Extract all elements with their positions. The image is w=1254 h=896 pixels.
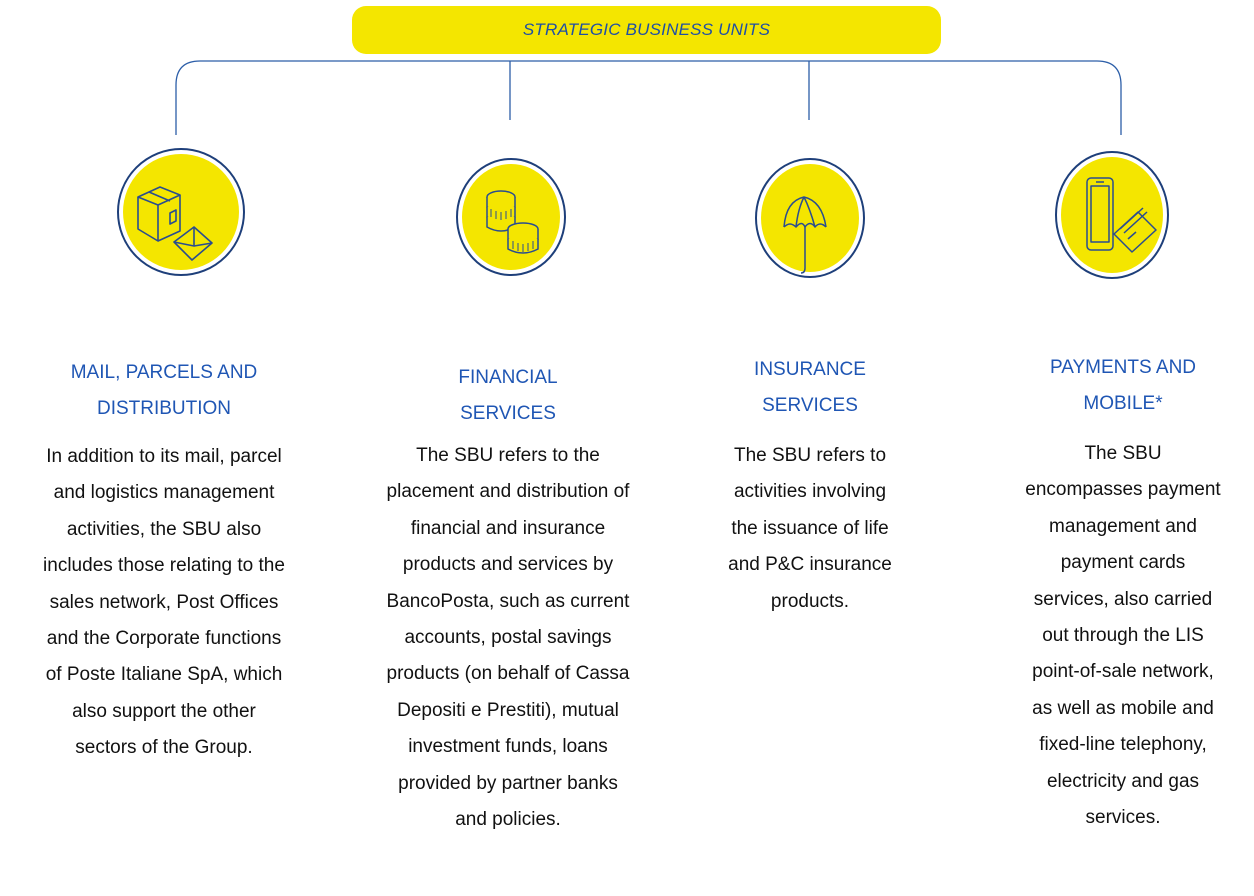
bracket-line: [175, 60, 1122, 135]
unit-description: The SBU encompasses payment management a…: [992, 436, 1254, 836]
coins-icon: [456, 158, 566, 276]
desc-line: includes those relating to the: [43, 555, 285, 577]
title-line: SERVICES: [460, 403, 556, 424]
desc-line: products.: [770, 590, 850, 612]
desc-line: In addition to its mail, parcel: [46, 446, 282, 467]
title-line: INSURANCE: [754, 359, 866, 380]
desc-line: provided by partner banks: [398, 772, 618, 794]
desc-line: sectors of the Group.: [75, 737, 253, 759]
unit-icon-circle-financial: [455, 157, 567, 282]
unit-financial: FINANCIAL SERVICES The SBU refers to the…: [346, 360, 670, 838]
desc-line: management and: [1049, 515, 1197, 537]
unit-description: The SBU refers to activities involving t…: [690, 438, 930, 620]
phone-and-card-icon: [1055, 151, 1169, 279]
unit-description: The SBU refers to the placement and dist…: [346, 438, 670, 838]
desc-line: and the Corporate functions: [46, 628, 282, 650]
unit-title: FINANCIAL SERVICES: [346, 360, 670, 432]
unit-title: INSURANCE SERVICES: [690, 352, 930, 424]
unit-insurance: INSURANCE SERVICES The SBU refers to act…: [690, 352, 930, 620]
desc-line: The SBU refers to the: [416, 445, 600, 466]
desc-line: the issuance of life: [731, 517, 889, 539]
desc-line: of Poste Italiane SpA, which: [45, 664, 283, 686]
header-title: STRATEGIC BUSINESS UNITS: [522, 20, 771, 39]
unit-payments: PAYMENTS AND MOBILE* The SBU encompasses…: [992, 350, 1254, 836]
unit-mail: MAIL, PARCELS AND DISTRIBUTION In additi…: [8, 355, 320, 767]
desc-line: placement and distribution of: [386, 481, 630, 503]
title-line: MAIL, PARCELS AND: [70, 362, 258, 383]
title-line: MOBILE*: [1083, 393, 1163, 414]
desc-line: point-of-sale network,: [1032, 661, 1214, 683]
desc-line: also support the other: [72, 700, 256, 722]
desc-line: accounts, postal savings: [404, 627, 612, 649]
desc-line: services, also carried: [1033, 588, 1213, 610]
desc-line: activities, the SBU also: [66, 518, 262, 540]
desc-line: Depositi e Prestiti), mutual: [397, 699, 619, 721]
title-line: SERVICES: [762, 395, 858, 416]
unit-icon-circle-payments: [1054, 150, 1170, 285]
desc-line: encompasses payment: [1025, 479, 1221, 501]
desc-line: and logistics management: [53, 482, 275, 504]
unit-icon-circle-mail: [116, 147, 246, 282]
desc-line: electricity and gas: [1046, 770, 1200, 792]
desc-line: and policies.: [455, 809, 561, 831]
desc-line: products and services by: [402, 554, 614, 576]
desc-line: out through the LIS: [1042, 625, 1204, 647]
desc-line: The SBU refers to: [733, 445, 887, 466]
desc-line: BancoPosta, such as current: [386, 590, 630, 612]
desc-line: services.: [1085, 807, 1161, 829]
desc-line: investment funds, loans: [408, 736, 608, 758]
title-line: DISTRIBUTION: [96, 398, 232, 419]
desc-line: activities involving: [733, 481, 887, 503]
umbrella-icon: [755, 158, 865, 278]
desc-line: The SBU: [1084, 443, 1162, 464]
unit-icon-circle-insurance: [754, 157, 866, 284]
title-line: PAYMENTS AND: [1049, 357, 1197, 378]
desc-line: financial and insurance: [410, 517, 606, 539]
desc-line: payment cards: [1060, 552, 1186, 574]
unit-description: In addition to its mail, parcel and logi…: [8, 439, 320, 767]
desc-line: sales network, Post Offices: [49, 591, 279, 613]
unit-title: PAYMENTS AND MOBILE*: [992, 350, 1254, 422]
desc-line: fixed-line telephony,: [1039, 734, 1207, 756]
desc-line: and P&C insurance: [728, 554, 892, 576]
title-line: FINANCIAL: [458, 367, 558, 388]
desc-line: as well as mobile and: [1032, 697, 1214, 719]
header-banner: STRATEGIC BUSINESS UNITS: [352, 6, 941, 54]
desc-line: products (on behalf of Cassa: [386, 663, 630, 685]
unit-title: MAIL, PARCELS AND DISTRIBUTION: [8, 355, 320, 427]
box-and-envelope-icon: [117, 148, 245, 276]
